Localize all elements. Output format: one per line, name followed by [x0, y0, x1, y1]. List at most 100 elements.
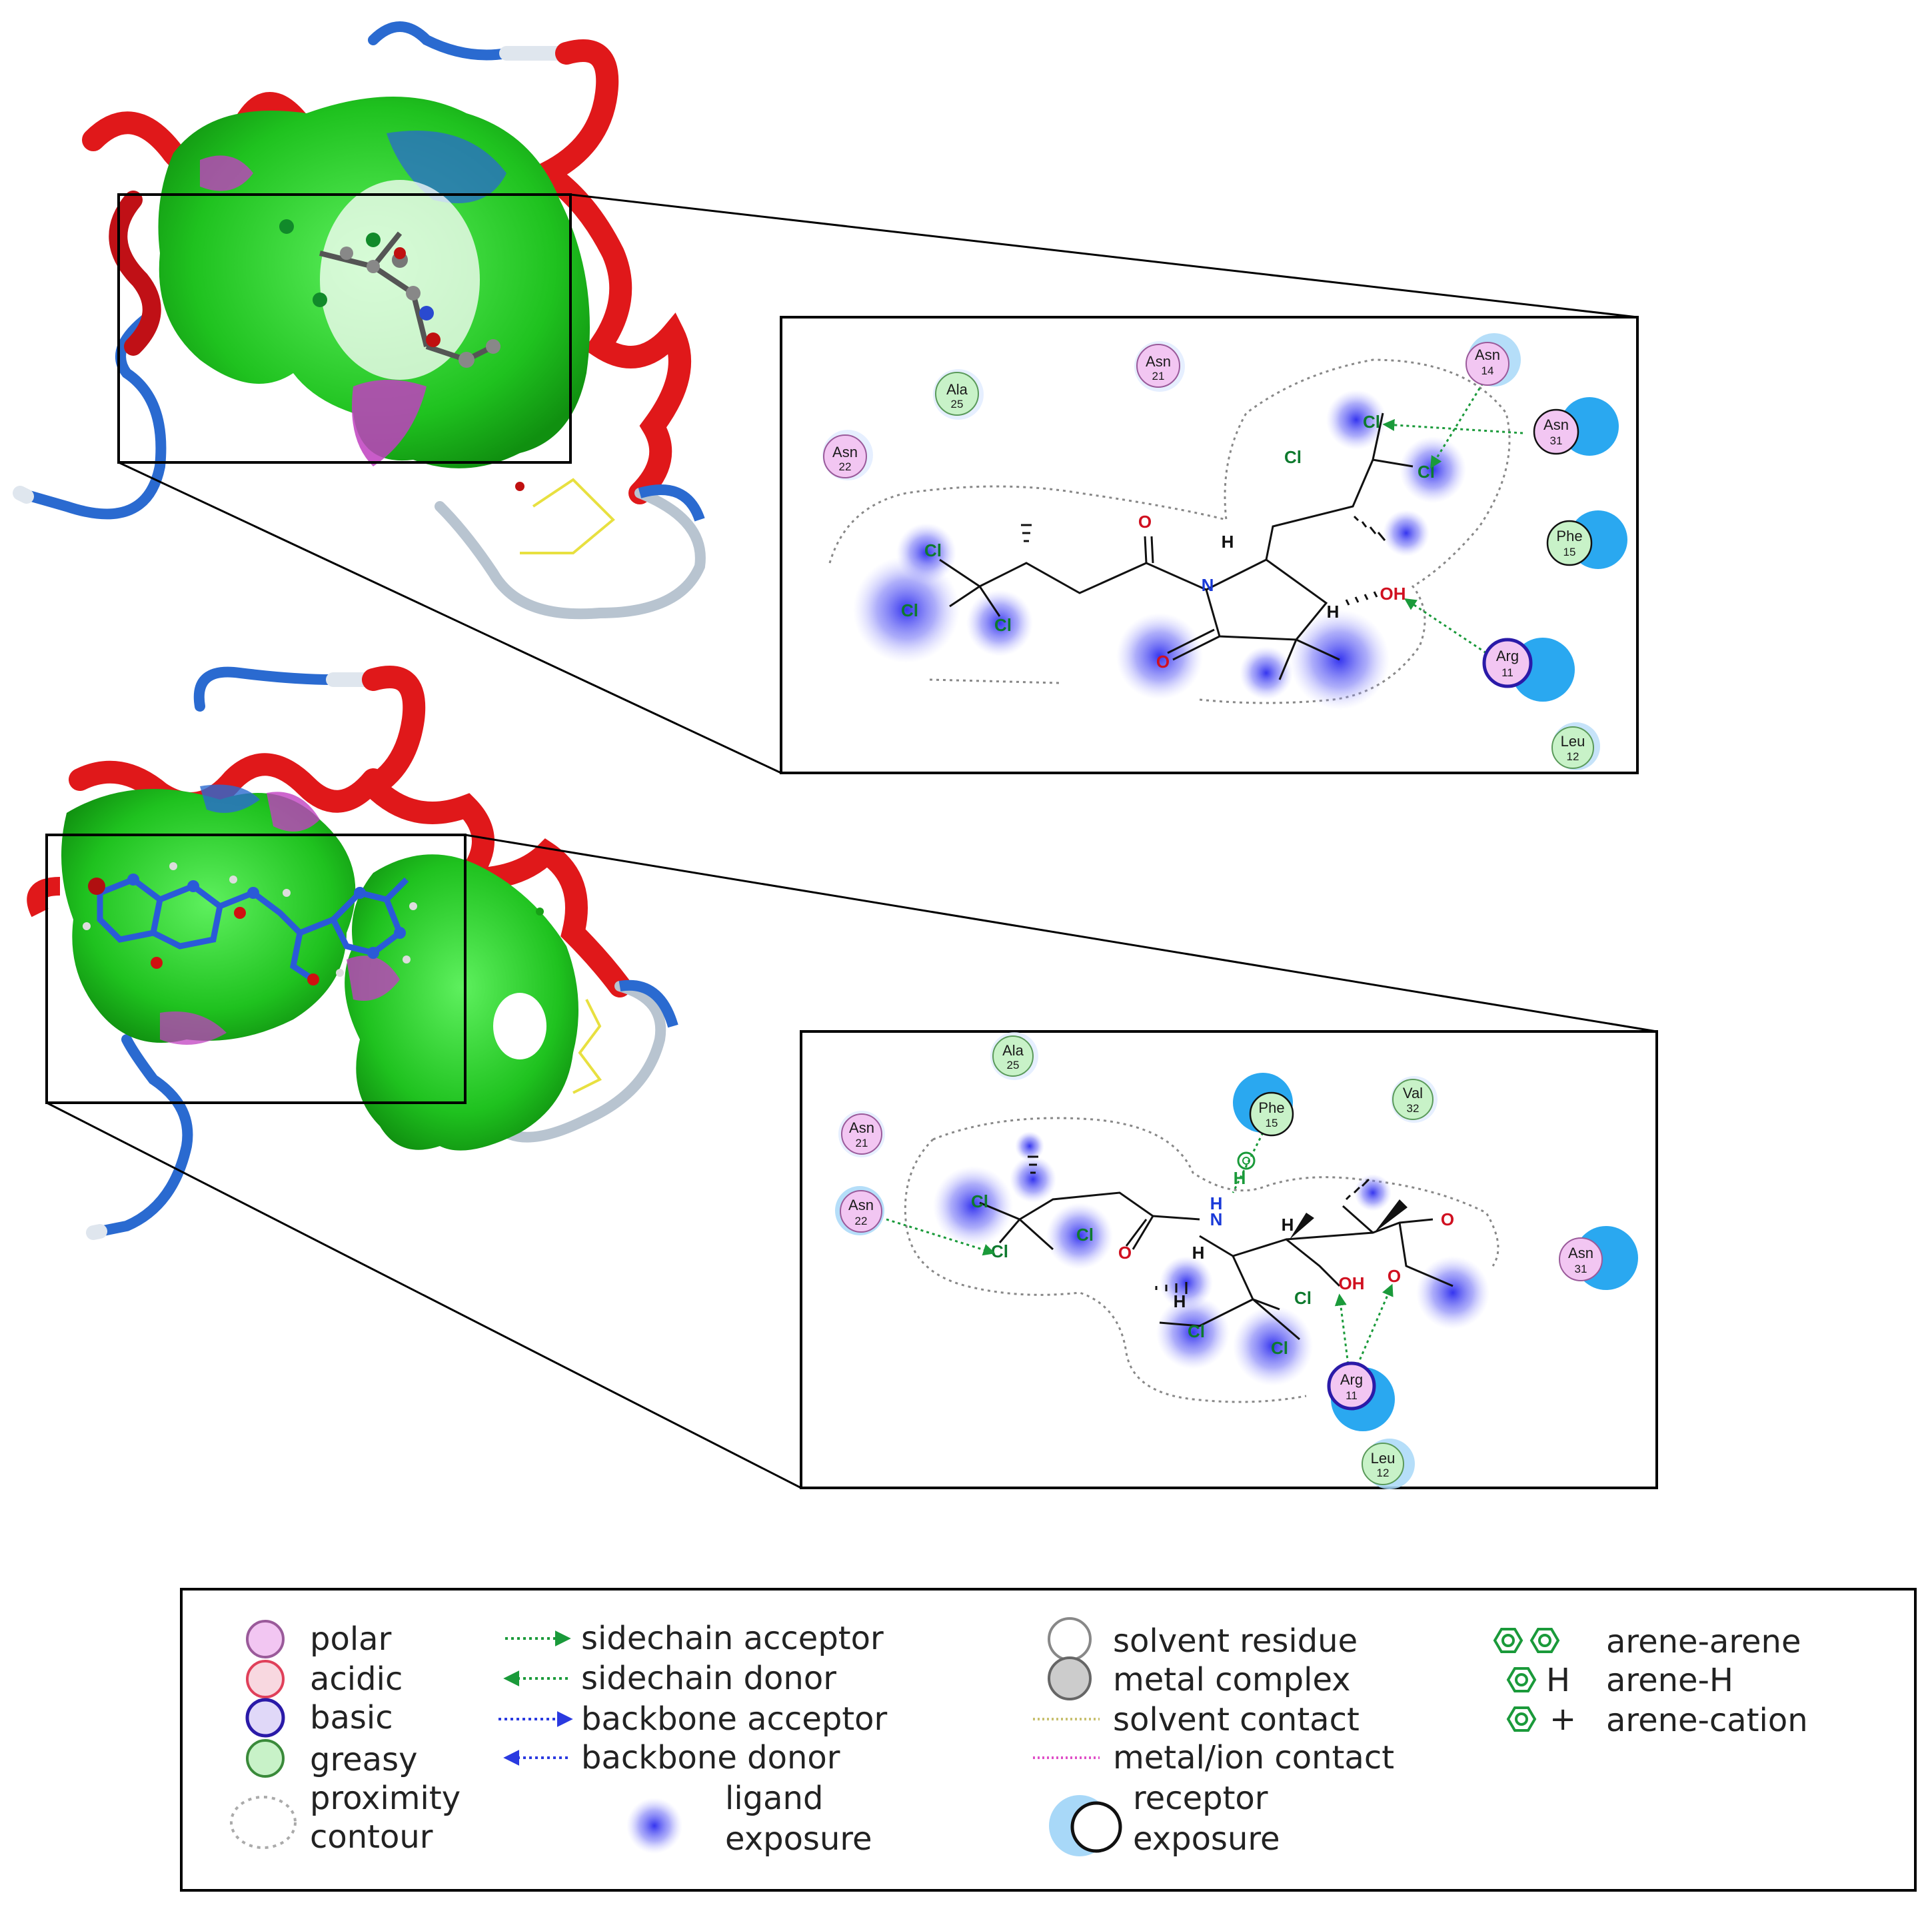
residue-number: 12: [1377, 1467, 1390, 1479]
bottom-wedge-1: [1290, 1213, 1314, 1239]
legend-arene-h-label: arene-H: [1606, 1662, 1733, 1699]
top-atom-cl-3: Cl: [994, 615, 1012, 635]
residue-name: Asn: [1568, 1245, 1593, 1261]
legend-arene-h-glyph: H: [1546, 1662, 1570, 1699]
top-helix-2: [524, 39, 691, 504]
bottom-atom-cl-6: Cl: [1271, 1338, 1288, 1358]
residue-number: 15: [1563, 546, 1576, 558]
legend-metal-complex-label: metal complex: [1113, 1661, 1351, 1698]
legend-sidechain-donor-label: sidechain donor: [581, 1660, 836, 1697]
residue-name: Arg: [1496, 648, 1519, 664]
bottom-helix-1: [69, 753, 385, 815]
top-atom-oh: OH: [1380, 584, 1406, 604]
bottom-residue-leu12: Leu 12: [1362, 1439, 1415, 1489]
bottom-coil: [88, 666, 339, 1238]
residue-name: Asn: [832, 444, 858, 460]
legend-ligand-exposure-swatch: [626, 1798, 682, 1854]
legend-polar-swatch: [246, 1620, 285, 1658]
top-ligand-atoms: [279, 219, 524, 491]
residue-number: 14: [1481, 364, 1494, 377]
legend-ligand-exposure-label-2: exposure: [725, 1820, 872, 1858]
residue-number: 31: [1575, 1263, 1587, 1275]
legend-ligand-exposure-label-1: ligand: [725, 1780, 823, 1817]
residue-number: 22: [839, 460, 852, 473]
top-disulfide: [520, 478, 615, 554]
top-atom-cl-1: Cl: [924, 540, 942, 560]
legend-greasy-swatch: [246, 1739, 285, 1778]
legend-proximity-label-1: proximity: [310, 1780, 461, 1817]
bottom-helix-3: [27, 877, 61, 918]
top-atom-cl-2: Cl: [901, 600, 918, 620]
bottom-coil-blue2: [618, 979, 678, 1028]
top-pocket-cavity: [320, 180, 480, 380]
top-atom-o-carbonyl: O: [1138, 512, 1152, 532]
bottom-atom-cl-1: Cl: [971, 1191, 988, 1211]
top-coil-gray: [435, 488, 706, 620]
bottom-residue-arg11: Arg 11: [1327, 1361, 1395, 1431]
top-surface-magenta-1: [352, 380, 427, 466]
legend-arene-cation-glyph: +: [1549, 1700, 1576, 1738]
bottom-ligand-atoms: [83, 862, 544, 985]
bottom-atom-o-amide: O: [1118, 1243, 1132, 1263]
legend-receptor-exposure-label-2: exposure: [1133, 1820, 1280, 1858]
residue-number: 32: [1407, 1102, 1420, 1115]
top-proximity-contour: [828, 358, 1511, 704]
bottom-zoom-line-lower: [46, 1101, 802, 1489]
top-zoom-line-upper: [570, 193, 1638, 318]
top-residue-asn14: Asn 14: [1465, 333, 1521, 386]
legend-acidic-swatch: [246, 1660, 285, 1698]
bottom-ligand-exposure: [933, 1131, 1489, 1386]
bottom-residue-asn21: Asn 21: [838, 1111, 885, 1157]
bottom-atom-h-2: H: [1192, 1243, 1205, 1263]
residue-name: Asn: [848, 1197, 874, 1213]
legend-greasy-label: greasy: [310, 1741, 418, 1778]
bottom-ligand-bonds: [979, 1191, 1453, 1341]
bottom-residue-asn22: Asn 22: [835, 1186, 884, 1235]
legend-backbone-donor-label: backbone donor: [581, 1739, 840, 1776]
bottom-proximity-contour: [904, 1117, 1499, 1403]
bottom-surface-hole: [493, 993, 546, 1059]
top-residue-ala25: Ala 25: [933, 369, 984, 420]
bottom-disulfide: [572, 999, 602, 1094]
bottom-atom-cl-3: Cl: [991, 1241, 1008, 1261]
residue-number: 25: [1007, 1059, 1020, 1071]
top-hbonds: [1382, 382, 1523, 654]
residue-name: Asn: [1146, 353, 1171, 370]
bottom-surface-blue: [200, 784, 260, 813]
residue-name: Ala: [946, 381, 968, 398]
top-atom-cl-5: Cl: [1284, 447, 1302, 467]
bottom-arene-h: H: [1234, 1151, 1256, 1188]
bottom-atom-cl-4: Cl: [1294, 1288, 1312, 1308]
residue-name: Phe: [1258, 1099, 1284, 1116]
bottom-atom-o-ester: O: [1388, 1266, 1401, 1286]
residue-name: Leu: [1561, 733, 1585, 750]
residue-name: Asn: [1475, 346, 1500, 363]
top-residue-asn22: Asn 22: [822, 430, 873, 480]
legend-arene-arene-label: arene-arene: [1606, 1623, 1801, 1660]
residue-number: 25: [951, 398, 964, 410]
bottom-zoom-line-upper: [465, 834, 1657, 1033]
residue-name: Arg: [1340, 1371, 1363, 1388]
top-residue-arg11: Arg 11: [1482, 638, 1575, 702]
top-residue-phe15: Phe 15: [1546, 510, 1627, 569]
residue-name: Leu: [1371, 1450, 1396, 1467]
bottom-atom-h-4: H: [1282, 1215, 1294, 1235]
top-proximity-contour-2: [929, 678, 1060, 684]
residue-number: 21: [1152, 370, 1165, 382]
top-atom-h-2: H: [1327, 602, 1340, 622]
residue-number: 11: [1346, 1389, 1358, 1402]
top-residue-asn31: Asn 31: [1533, 397, 1619, 456]
legend-basic-label: basic: [310, 1699, 393, 1736]
legend-arene-h-icon: [1506, 1667, 1537, 1692]
top-residue-leu12: Leu 12: [1551, 722, 1600, 770]
legend-solvent-contact-label: solvent contact: [1113, 1701, 1360, 1738]
top-helix-3: [109, 191, 161, 356]
legend-solvent-residue-label: solvent residue: [1113, 1622, 1358, 1660]
residue-number: 22: [855, 1215, 868, 1227]
bottom-surface-left: [61, 789, 356, 1043]
bottom-residue-asn31: Asn 31: [1559, 1226, 1638, 1290]
top-atom-cl-4: Cl: [1363, 412, 1380, 432]
bottom-residue-val32: Val 32: [1391, 1076, 1438, 1123]
residue-number: 15: [1266, 1117, 1278, 1129]
bottom-atom-oh: OH: [1339, 1273, 1365, 1293]
